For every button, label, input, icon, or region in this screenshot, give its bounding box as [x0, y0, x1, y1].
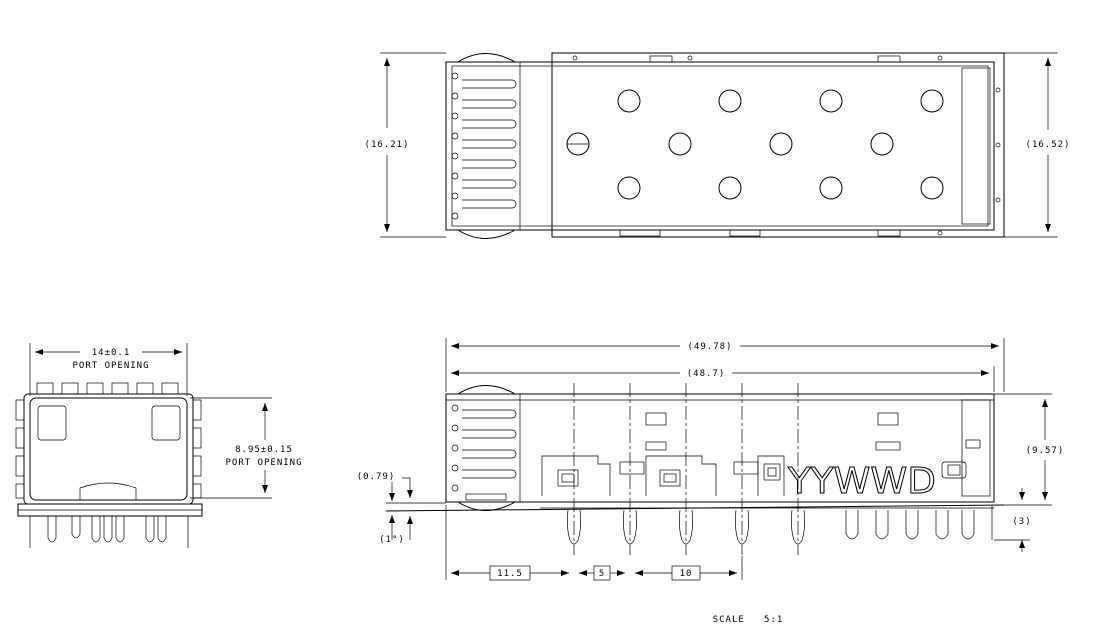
side-dim-pin-length: (3) — [1012, 517, 1031, 527]
front-dim-height: 8.95±0.15 — [235, 445, 293, 455]
side-dim-height: (9.57) — [1026, 446, 1065, 456]
date-code-marking: YYWWD — [787, 461, 936, 502]
top-dim-right: (16.52) — [1026, 140, 1071, 150]
vent-holes — [566, 89, 944, 200]
side-dim-pitch-1: 11.5 — [497, 569, 523, 579]
front-dim-width-note: PORT OPENING — [72, 361, 149, 371]
top-view: (16.21) (16.52) — [365, 52, 1071, 239]
front-view: 14±0.1 PORT OPENING 8.95±0.15 PORT OPENI… — [15, 343, 302, 548]
scale-label: SCALE 5:1 — [713, 615, 784, 625]
front-dim-width: 14±0.1 — [92, 348, 131, 358]
side-dim-pitch-2: 5 — [599, 569, 605, 579]
side-dim-angle: (1°) — [379, 535, 405, 545]
side-dim-body: (48.7) — [687, 369, 726, 379]
side-pins — [566, 506, 993, 545]
centerlines — [573, 383, 799, 555]
side-view: YYWWD — [357, 338, 1065, 581]
side-dim-pitch-3: 10 — [680, 569, 693, 579]
spring-fingers — [462, 79, 517, 209]
edge-tabs — [572, 55, 1001, 237]
front-pins — [29, 516, 189, 548]
housing-blocks — [541, 455, 785, 496]
side-dim-pin-offset: (0.79) — [357, 472, 396, 482]
front-dim-height-note: PORT OPENING — [225, 458, 302, 468]
front-rivets — [451, 72, 459, 220]
side-dim-overall: (49.78) — [688, 342, 733, 352]
top-dim-left: (16.21) — [365, 140, 410, 150]
